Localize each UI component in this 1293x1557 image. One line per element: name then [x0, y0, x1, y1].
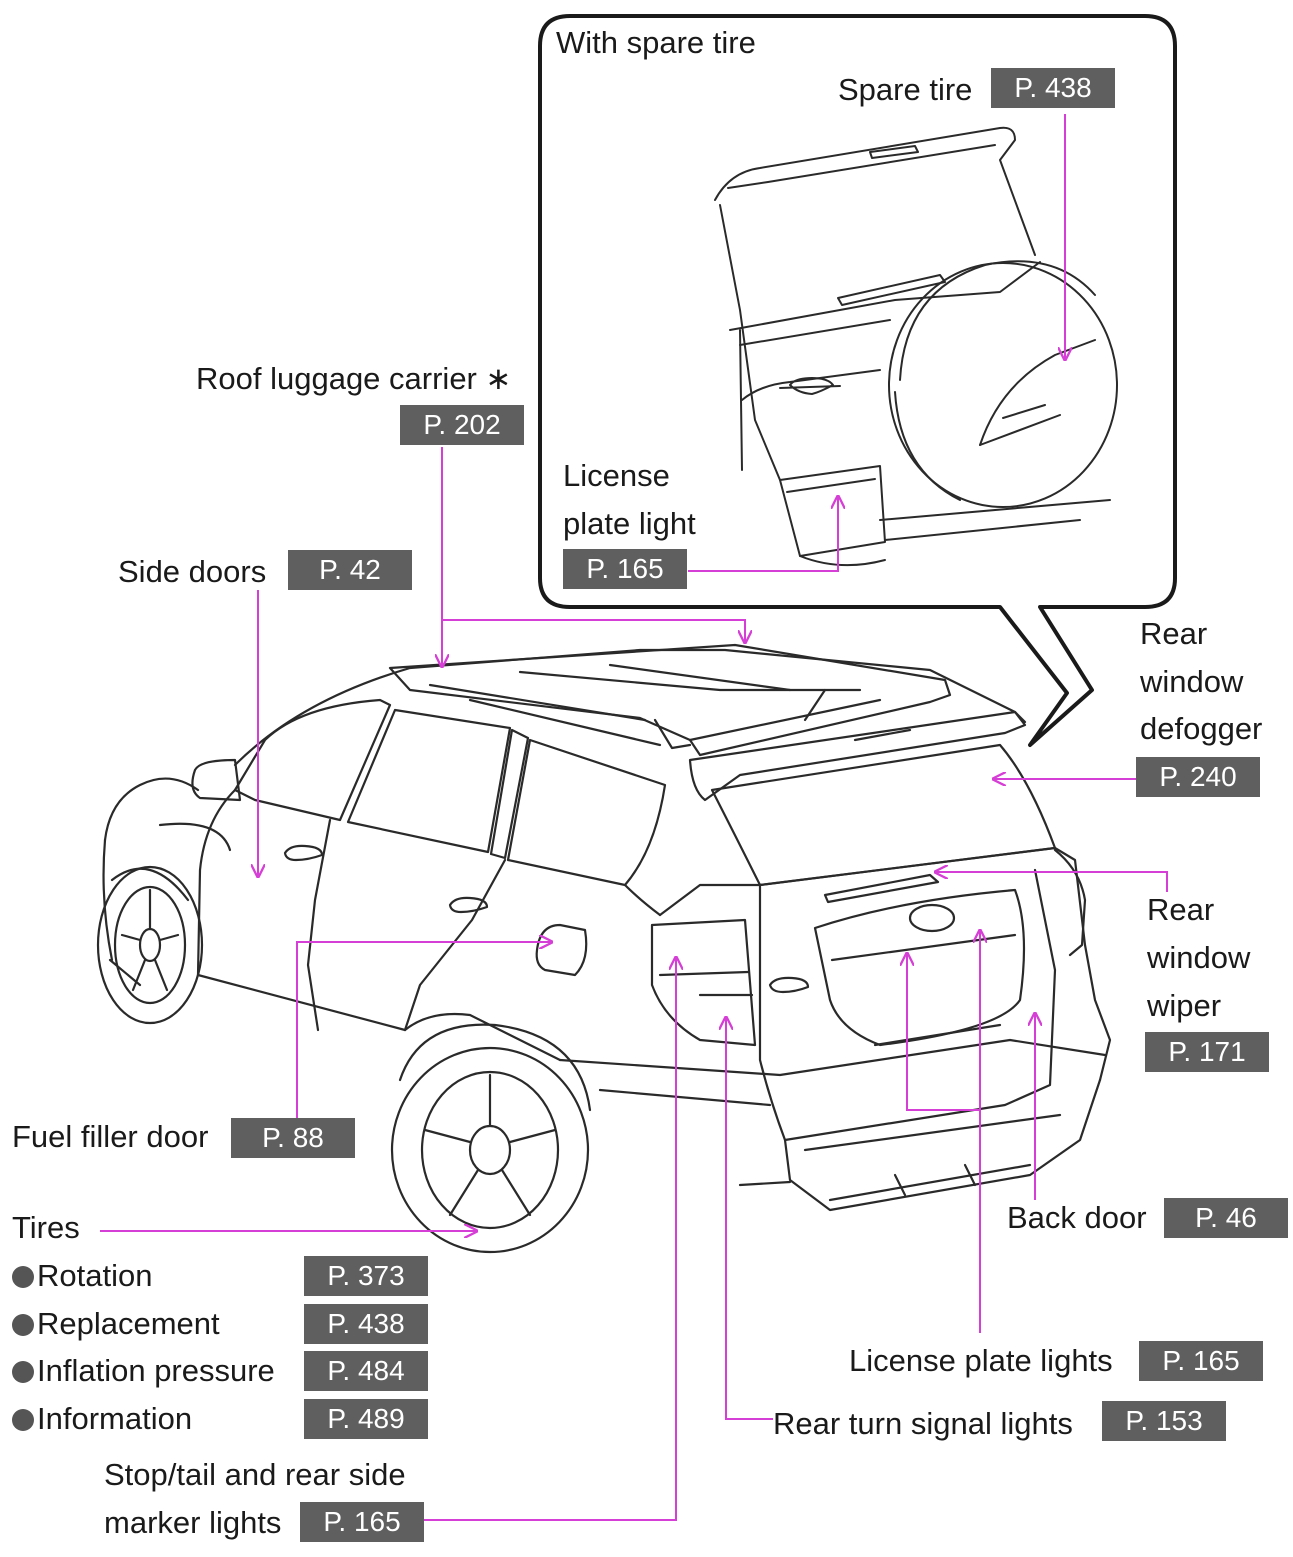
tires-information-label: Information — [37, 1401, 193, 1436]
tires-replacement-item: Replacement — [12, 1300, 220, 1347]
tires-information-item: Information — [12, 1395, 192, 1442]
tires-inflation-pressure-page-button[interactable]: P. 484 — [304, 1351, 428, 1391]
inset-callout-frame — [538, 14, 1177, 747]
leader-fuel-filler-door — [296, 942, 552, 1118]
license-plate-light-label-line2: plate light — [563, 506, 696, 541]
rear-window-wiper-label-line2: window — [1147, 940, 1251, 975]
tires-inflation-pressure-label: Inflation pressure — [37, 1353, 275, 1388]
spare-tire-page-button[interactable]: P. 438 — [991, 68, 1115, 108]
license-plate-light-label-line1: License — [563, 458, 670, 493]
bullet-icon — [12, 1314, 34, 1336]
rear-turn-signal-lights-page-button[interactable]: P. 153 — [1102, 1401, 1226, 1441]
rear-window-wiper-label-line3: wiper — [1147, 988, 1222, 1023]
tires-information-page-button[interactable]: P. 489 — [304, 1399, 428, 1439]
leader-rear-window-wiper — [935, 872, 1168, 892]
rear-window-wiper-label-line1: Rear — [1147, 892, 1215, 927]
side-doors-label: Side doors — [118, 554, 267, 589]
leader-license-plate-light — [688, 496, 838, 572]
main-vehicle-drawing — [96, 643, 1112, 1254]
leader-lines — [100, 114, 1168, 1521]
leader-roof-luggage-carrier-right — [442, 619, 745, 643]
leader-license-plate-lights-left — [907, 953, 981, 1333]
inset-vehicle-rear-drawing — [714, 126, 1118, 567]
inset-title: With spare tire — [556, 25, 756, 60]
stop-tail-marker-lights-page-button[interactable]: P. 165 — [300, 1502, 424, 1542]
tires-rotation-page-button[interactable]: P. 373 — [304, 1256, 428, 1296]
leader-rear-turn-signal-lights — [726, 1017, 773, 1420]
license-plate-lights-label: License plate lights — [849, 1343, 1113, 1378]
roof-luggage-carrier-page-button[interactable]: P. 202 — [400, 405, 524, 445]
spare-tire-label: Spare tire — [838, 72, 973, 107]
tires-rotation-item: Rotation — [12, 1252, 152, 1299]
rear-window-defogger-label-line2: window — [1140, 664, 1244, 699]
fuel-filler-door-label: Fuel filler door — [12, 1119, 209, 1154]
back-door-label: Back door — [1007, 1200, 1147, 1235]
roof-luggage-carrier-label: Roof luggage carrier ∗ — [196, 361, 512, 396]
bullet-icon — [12, 1266, 34, 1288]
tires-inflation-pressure-item: Inflation pressure — [12, 1347, 275, 1394]
tires-label: Tires — [12, 1210, 80, 1245]
rear-turn-signal-lights-label: Rear turn signal lights — [773, 1406, 1073, 1441]
bullet-icon — [12, 1409, 34, 1431]
rear-window-defogger-page-button[interactable]: P. 240 — [1136, 757, 1260, 797]
tires-rotation-label: Rotation — [37, 1258, 153, 1293]
back-door-page-button[interactable]: P. 46 — [1164, 1198, 1288, 1238]
stop-tail-marker-lights-label-line1: Stop/tail and rear side — [104, 1457, 406, 1492]
license-plate-lights-page-button[interactable]: P. 165 — [1139, 1341, 1263, 1381]
stop-tail-marker-lights-label-line2: marker lights — [104, 1505, 282, 1540]
rear-window-defogger-label-line1: Rear — [1140, 616, 1208, 651]
license-plate-light-page-button[interactable]: P. 165 — [563, 549, 687, 589]
bullet-icon — [12, 1361, 34, 1383]
rear-window-wiper-page-button[interactable]: P. 171 — [1145, 1032, 1269, 1072]
rear-window-defogger-label-line3: defogger — [1140, 711, 1263, 746]
leader-stop-tail-marker-lights — [424, 957, 676, 1521]
fuel-filler-door-page-button[interactable]: P. 88 — [231, 1118, 355, 1158]
tires-replacement-page-button[interactable]: P. 438 — [304, 1304, 428, 1344]
tires-replacement-label: Replacement — [37, 1306, 220, 1341]
side-doors-page-button[interactable]: P. 42 — [288, 550, 412, 590]
